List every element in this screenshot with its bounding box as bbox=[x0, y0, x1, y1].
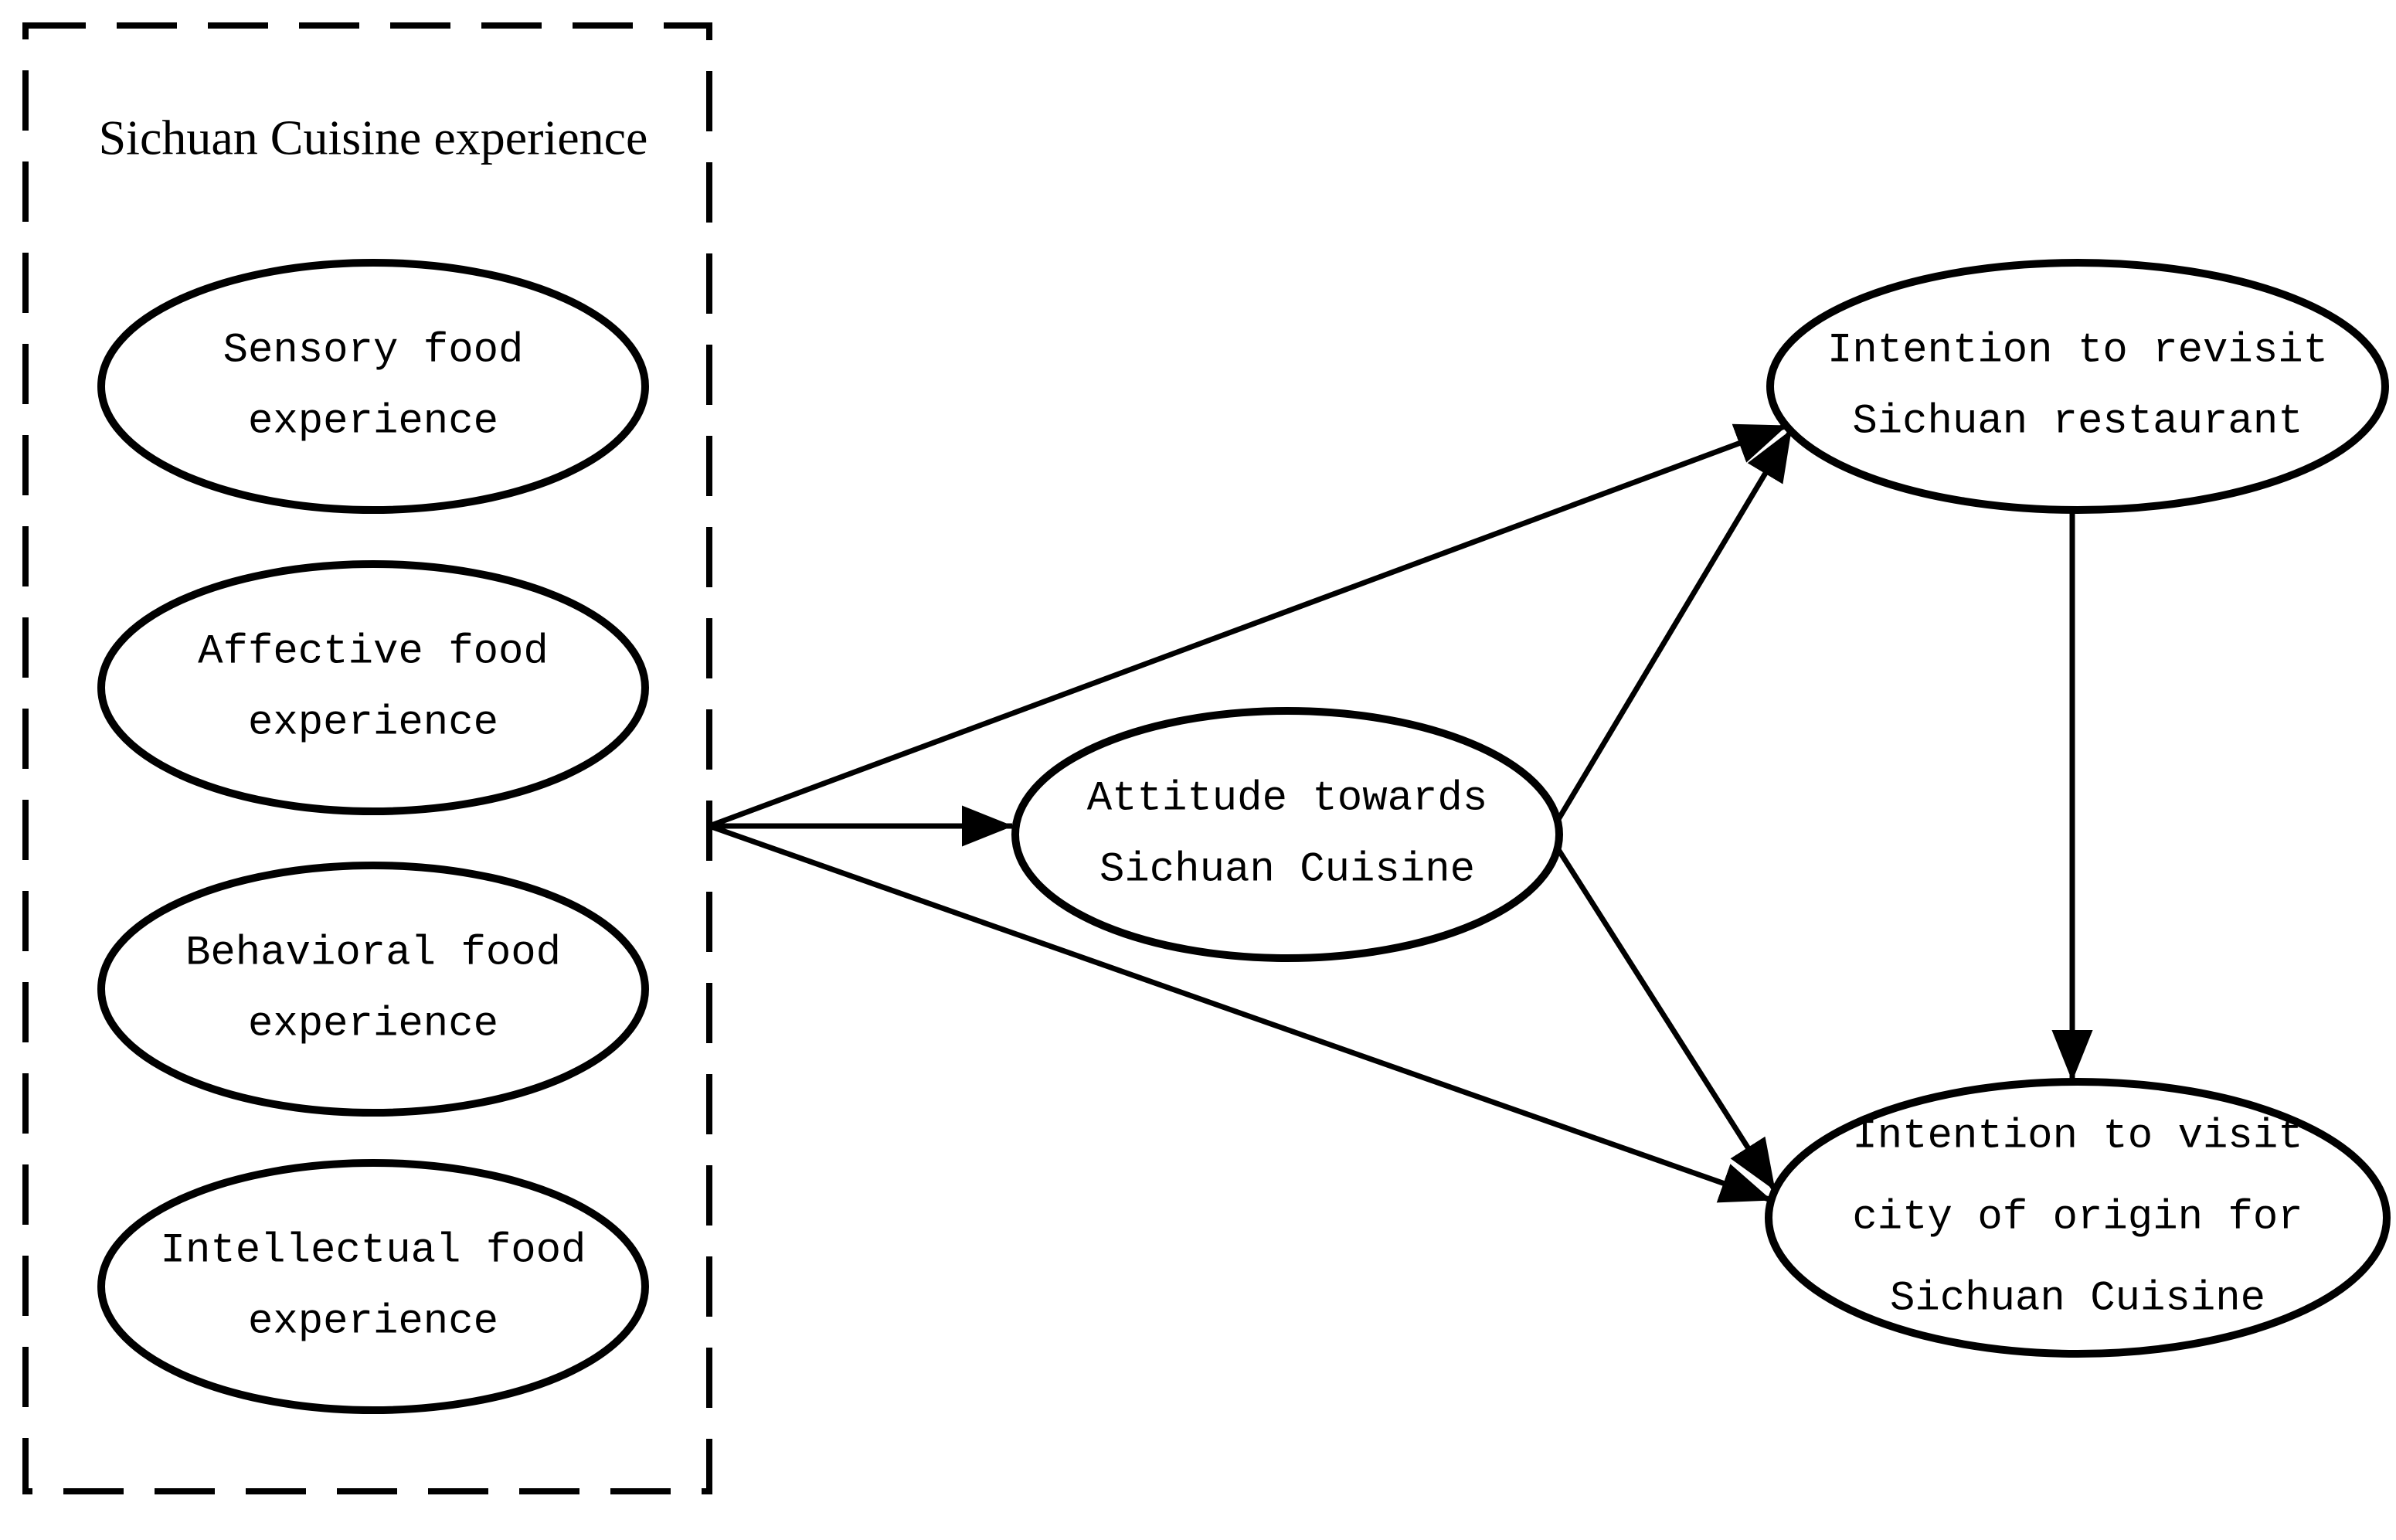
arrow-experience-to-visit-city bbox=[708, 823, 1772, 1203]
node-intellectual-ellipse bbox=[97, 1159, 649, 1414]
node-affective-label-line1: Affective food bbox=[198, 629, 549, 676]
node-revisit-label-line1: Intention to revisit bbox=[1827, 328, 2328, 375]
node-attitude-ellipse bbox=[1011, 707, 1563, 962]
node-affective-label-line2: experience bbox=[248, 700, 498, 747]
node-behavioral-label-line2: experience bbox=[248, 1001, 498, 1049]
node-behavioral-ellipse bbox=[97, 862, 649, 1117]
node-revisit-ellipse bbox=[1766, 259, 2389, 514]
node-sensory-food-experience: Sensory food experience bbox=[97, 259, 649, 514]
node-affective-food-experience: Affective food experience bbox=[97, 560, 649, 815]
node-intention-to-visit-city-of-origin: Intention to visit city of origin for Si… bbox=[1765, 1078, 2391, 1358]
arrow-attitude-to-revisit bbox=[1555, 429, 1794, 822]
experience-group-title: Sichuan Cuisine experience bbox=[99, 110, 648, 165]
node-affective-ellipse bbox=[97, 560, 649, 815]
node-visit-city-label-line2: city of origin for bbox=[1852, 1195, 2303, 1242]
node-behavioral-label-line1: Behavioral food bbox=[185, 930, 561, 977]
node-sensory-label-line2: experience bbox=[248, 399, 498, 446]
node-intellectual-food-experience: Intellectual food experience bbox=[97, 1159, 649, 1414]
node-attitude-towards-sichuan-cuisine: Attitude towards Sichuan Cuisine bbox=[1011, 707, 1563, 962]
node-intellectual-label-line1: Intellectual food bbox=[161, 1228, 586, 1275]
node-attitude-label-line2: Sichuan Cuisine bbox=[1099, 847, 1475, 894]
experience-group-box bbox=[22, 22, 712, 1494]
arrow-experience-to-revisit bbox=[708, 423, 1788, 829]
node-visit-city-label-line1: Intention to visit bbox=[1852, 1113, 2303, 1161]
node-sensory-ellipse bbox=[97, 259, 649, 514]
edges-layer bbox=[708, 423, 2093, 1203]
node-revisit-label-line2: Sichuan restaurant bbox=[1852, 399, 2303, 446]
node-attitude-label-line1: Attitude towards bbox=[1087, 776, 1487, 823]
node-intellectual-label-line2: experience bbox=[248, 1299, 498, 1346]
arrow-attitude-to-visit-city bbox=[1555, 847, 1777, 1192]
node-sensory-label-line1: Sensory food bbox=[223, 328, 524, 375]
node-intention-to-revisit-sichuan-restaurant: Intention to revisit Sichuan restaurant bbox=[1766, 259, 2389, 514]
node-visit-city-ellipse bbox=[1765, 1078, 2391, 1358]
node-visit-city-label-line3: Sichuan Cuisine bbox=[1890, 1276, 2265, 1323]
node-behavioral-food-experience: Behavioral food experience bbox=[97, 862, 649, 1117]
